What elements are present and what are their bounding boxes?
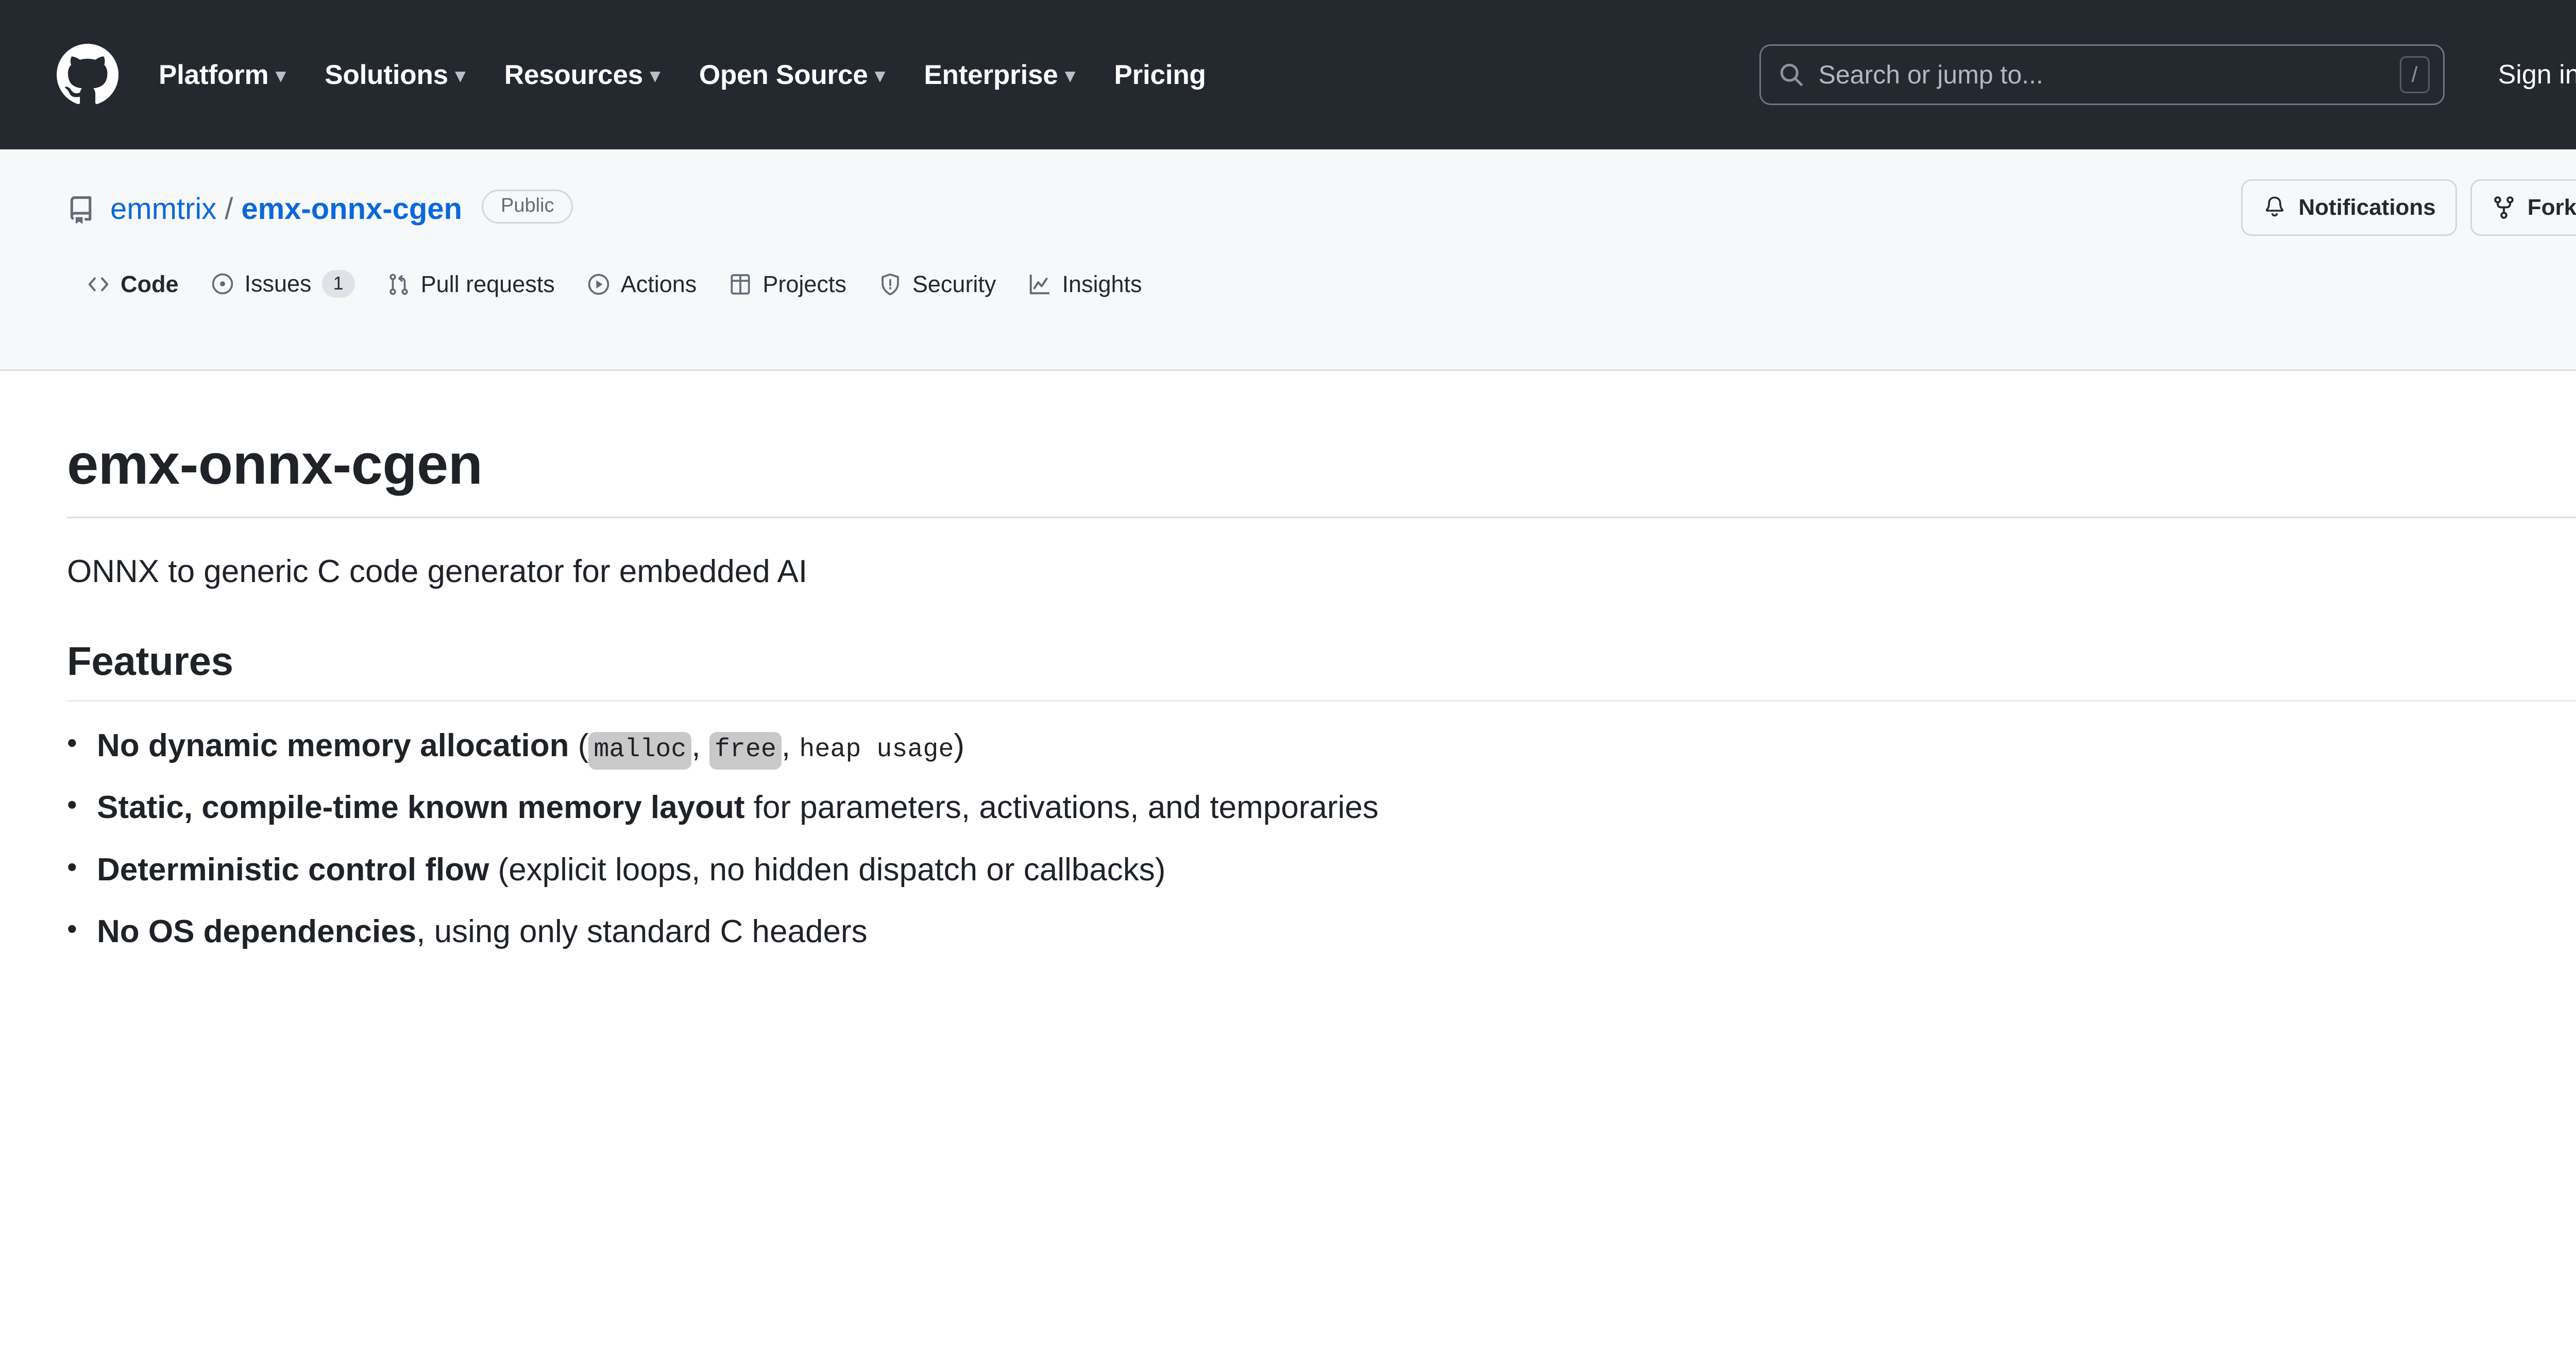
feature-bold-text: Static, compile-time known memory layout (97, 790, 745, 825)
tab-issues-label: Issues (245, 270, 312, 297)
nav-item-resources[interactable]: Resources ▾ (485, 59, 680, 91)
breadcrumb-separator: / (225, 192, 233, 226)
repo-breadcrumb-text: emmtrix / emx-onnx-cgen (110, 192, 462, 226)
github-mark-icon[interactable] (57, 44, 118, 106)
tab-pull-requests[interactable]: Pull requests (377, 271, 577, 313)
global-nav: Platform ▾ Solutions ▾ Resources ▾ Open … (139, 59, 1226, 91)
repo-description: ONNX to generic C code generator for emb… (67, 518, 2576, 593)
global-header: Platform ▾ Solutions ▾ Resources ▾ Open … (0, 0, 2576, 149)
code-icon (87, 272, 110, 296)
tab-projects-label: Projects (762, 271, 846, 298)
feature-close-paren: ) (954, 728, 964, 763)
notifications-button[interactable]: Notifications (2241, 179, 2456, 236)
inline-code-malloc: malloc (588, 732, 691, 770)
sign-in-button[interactable]: Sign in (2471, 59, 2576, 90)
nav-item-pricing[interactable]: Pricing (1094, 59, 1225, 91)
tab-actions[interactable]: Actions (577, 271, 719, 313)
tab-issues[interactable]: Issues 1 (200, 270, 377, 313)
nav-item-enterprise[interactable]: Enterprise ▾ (904, 59, 1094, 91)
tab-code[interactable]: Code (76, 271, 200, 313)
feature-bold-text: No dynamic memory allocation (97, 728, 569, 763)
features-list: No dynamic memory allocation (malloc, fr… (67, 725, 2576, 953)
issues-count-badge: 1 (322, 270, 355, 298)
search-input[interactable]: Search or jump to... / (1759, 44, 2445, 105)
nav-label: Resources (504, 59, 643, 91)
tab-insights-label: Insights (1062, 271, 1142, 298)
feature-rest-text: for parameters, activations, and tempora… (745, 790, 1379, 825)
search-placeholder: Search or jump to... (1819, 60, 2385, 90)
tab-actions-label: Actions (621, 271, 697, 298)
nav-label: Open Source (699, 59, 868, 91)
fork-label: Fork (2528, 195, 2576, 220)
feature-rest-text: (explicit loops, no hidden dispatch or c… (489, 852, 1165, 888)
visibility-badge: Public (482, 190, 573, 224)
list-item: Static, compile-time known memory layout… (67, 787, 2576, 829)
inline-code-free: free (709, 732, 782, 770)
tab-security[interactable]: Security (868, 271, 1018, 313)
tab-code-label: Code (121, 271, 179, 298)
nav-label: Enterprise (924, 59, 1058, 91)
nav-item-open-source[interactable]: Open Source ▾ (680, 59, 905, 91)
breadcrumb: emmtrix / emx-onnx-cgen Public (67, 149, 2576, 245)
feature-separator: , (782, 728, 799, 763)
chevron-down-icon: ▾ (276, 66, 285, 86)
feature-bold-text: Deterministic control flow (97, 852, 489, 888)
feature-rest-text: , using only standard C headers (416, 914, 867, 949)
nav-item-platform[interactable]: Platform ▾ (139, 59, 305, 91)
page-title: emx-onnx-cgen (67, 371, 2576, 518)
list-item: Deterministic control flow (explicit loo… (67, 849, 2576, 891)
repo-name-link[interactable]: emx-onnx-cgen (241, 192, 462, 226)
nav-label: Solutions (325, 59, 448, 91)
feature-separator: , (691, 728, 709, 763)
list-item: No dynamic memory allocation (malloc, fr… (67, 725, 2576, 767)
repo-book-icon (67, 196, 95, 224)
feature-bold-text: No OS dependencies (97, 914, 416, 949)
inline-mono-heap-usage: heap usage (799, 735, 954, 764)
search-icon (1778, 62, 1804, 88)
play-icon (587, 272, 611, 296)
tab-insights[interactable]: Insights (1018, 271, 1163, 313)
shield-icon (878, 272, 902, 296)
repo-owner-link[interactable]: emmtrix (110, 192, 216, 226)
git-pull-request-icon (387, 272, 411, 296)
features-heading: Features (67, 638, 2576, 702)
nav-label: Pricing (1114, 59, 1206, 91)
tab-security-label: Security (912, 271, 996, 298)
list-item: No OS dependencies, using only standard … (67, 911, 2576, 953)
chevron-down-icon: ▾ (875, 66, 885, 86)
fork-button[interactable]: Fork 0 (2470, 179, 2576, 236)
chevron-down-icon: ▾ (650, 66, 660, 86)
feature-open-paren: ( (569, 728, 588, 763)
notifications-label: Notifications (2298, 195, 2435, 220)
chevron-down-icon: ▾ (455, 66, 465, 86)
tab-pull-requests-label: Pull requests (421, 271, 555, 298)
nav-label: Platform (159, 59, 268, 91)
repository-tabs: Code Issues 1 Pull requests (67, 270, 2576, 313)
issue-opened-icon (211, 272, 234, 296)
chevron-down-icon: ▾ (1065, 66, 1075, 86)
readme-content: emx-onnx-cgen ONNX to generic C code gen… (0, 371, 2576, 953)
search-shortcut-badge: / (2400, 56, 2430, 93)
repo-forked-icon (2492, 195, 2516, 220)
tab-projects[interactable]: Projects (718, 271, 868, 313)
repository-header: emmtrix / emx-onnx-cgen Public Notificat… (0, 149, 2576, 371)
nav-item-solutions[interactable]: Solutions ▾ (305, 59, 485, 91)
repository-actions: Notifications Fork 0 Star 3 (2241, 179, 2576, 236)
bell-icon (2262, 195, 2287, 220)
graph-icon (1028, 272, 1052, 296)
table-icon (728, 272, 752, 296)
